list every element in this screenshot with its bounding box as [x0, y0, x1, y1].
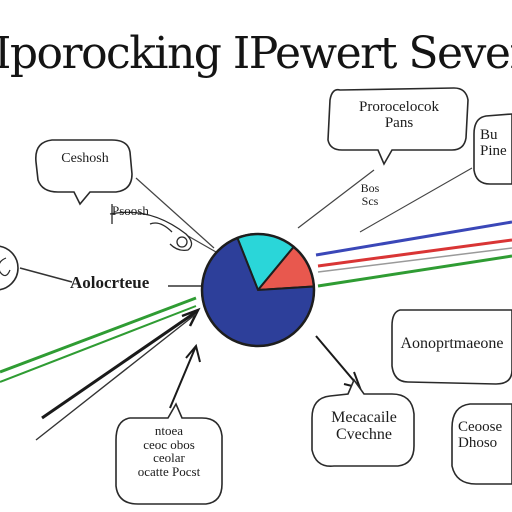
bubble-mid-right	[391, 309, 512, 385]
label-text-line: Bos	[360, 181, 380, 195]
bubble-bottom-left	[115, 402, 223, 505]
bubble-top-right	[327, 87, 469, 166]
arrow-up-left	[169, 343, 201, 409]
label-text-line: Scs	[361, 193, 379, 208]
thin-pointer-line	[35, 313, 197, 441]
thin-line-far-right	[359, 167, 473, 233]
blue-connector-line	[315, 220, 512, 257]
bubble-bottom-right-text: Ceoose Dhoso	[458, 419, 512, 452]
bubble-far-right	[473, 113, 512, 185]
bubble-text-line: ocatte Pocst	[137, 463, 201, 479]
thin-line-left-pen	[187, 235, 217, 253]
bubble-text-line: Bu	[480, 127, 498, 143]
bubble-text-line: ceoc obos	[143, 436, 195, 452]
bubble-text-line: Mecacaile	[331, 409, 397, 426]
bubble-bottom-center	[311, 378, 415, 467]
ear-sketch-icon	[0, 257, 11, 277]
thin-line-left-top	[135, 177, 215, 249]
gray-connector-line	[317, 247, 512, 273]
thin-line-mid-left	[19, 267, 73, 283]
pen-sketch-icon	[109, 204, 193, 252]
pen-label: Psoosh	[112, 203, 149, 218]
center-pie-chart	[200, 232, 316, 348]
bubble-bottom-right	[451, 403, 512, 485]
bubble-left-top-text: Ceshosh	[40, 151, 130, 167]
bubble-far-right-text: Bu Pine	[480, 127, 512, 160]
bubble-text-line: Ceoose	[458, 419, 503, 435]
bubble-top-right-text: Prorocelocok Pans	[338, 99, 460, 132]
green-connector-line	[317, 254, 512, 288]
green-left-connector-line-2	[0, 305, 197, 383]
partial-circle-icon	[0, 245, 19, 291]
green-left-connector-line	[0, 296, 197, 374]
red-connector-line	[317, 238, 512, 268]
bubble-text-line: ntoea	[154, 423, 184, 438]
bubble-text-line: Prorocelocok	[359, 99, 439, 115]
mid-left-label: Aolocrteue	[70, 273, 150, 292]
bubble-bottom-left-text: ntoea ceoc obos ceolar ocatte Pocst	[118, 424, 220, 479]
page-title: Iporocking IPewert Sever	[0, 28, 512, 79]
pointer-arrowhead	[181, 307, 201, 327]
bubble-text-line: Pine	[480, 142, 507, 159]
bubble-text-line: Aonoprtmaeone	[400, 335, 504, 352]
small-floating-label: Bos Scs	[350, 182, 390, 207]
bubble-text-line: Dhoso	[458, 434, 498, 451]
pie-outline	[200, 232, 316, 348]
thin-line-top-right	[297, 169, 375, 229]
bubble-text-line: Ceshosh	[61, 151, 109, 166]
bubble-text-line: ceolar	[153, 450, 185, 466]
bubble-text-line: Pans	[384, 114, 414, 131]
bubble-left-top	[35, 139, 133, 206]
black-pointer-line	[41, 310, 197, 420]
bubble-text-line: Cvechne	[336, 425, 392, 443]
bubble-mid-right-text: Aonoprtmaeone	[394, 335, 510, 353]
bubble-bottom-center-text: Mecacaile Cvechne	[316, 409, 412, 444]
